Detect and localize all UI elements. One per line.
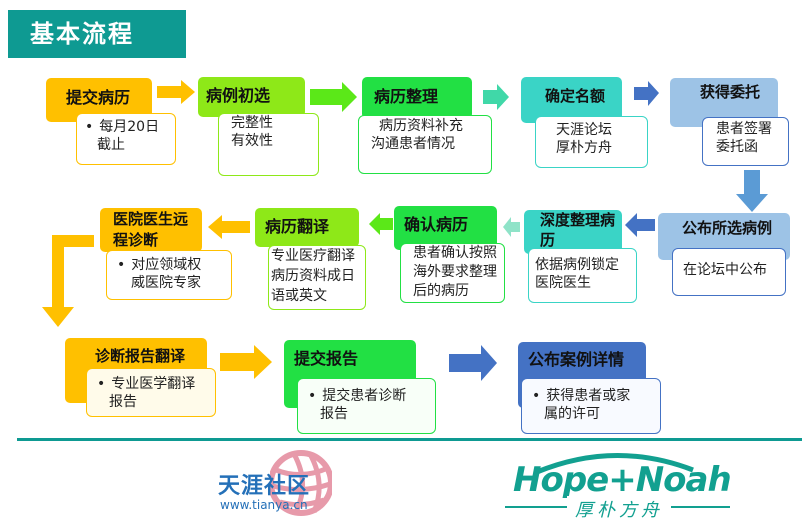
arrow-left-icon: [208, 215, 250, 239]
detail-line: 对应领域权: [117, 256, 223, 274]
arrow-right-icon: [634, 81, 659, 106]
step-header: 病历整理: [362, 77, 472, 119]
detail-line: 截止: [97, 137, 125, 153]
detail-line: 后的病历: [413, 283, 469, 299]
arrow-right-icon: [220, 345, 272, 379]
detail-line: 完整性: [231, 115, 273, 131]
detail-line: 专业医疗翻译: [271, 248, 355, 264]
step-detail: 完整性有效性: [218, 113, 319, 176]
step-header: 病例初选: [198, 77, 305, 117]
step-detail: 专业医疗翻译病历资料成日语或英文: [268, 245, 366, 310]
detail-line: 专业医学翻译: [97, 375, 207, 393]
detail-line: 沟通患者情况: [371, 136, 455, 152]
hopenoah-cn-text: 厚朴方舟: [567, 496, 671, 522]
detail-line: 病历资料补充: [379, 118, 463, 134]
detail-line: 每月20日: [85, 118, 167, 136]
detail-line: 天涯论坛: [556, 122, 612, 138]
detail-line: 病历资料成日: [271, 268, 355, 284]
tianya-logo: 天涯社区 www.tianya.cn: [218, 448, 338, 518]
detail-line: 提交患者诊断: [308, 387, 427, 405]
detail-line: 有效性: [231, 133, 273, 149]
globe-icon: [270, 450, 332, 516]
step-detail: 依据病例锁定医院医生: [528, 248, 637, 303]
detail-line: 医院医生: [535, 275, 591, 291]
divider: [17, 438, 802, 441]
step-header: 深度整理病历: [524, 210, 622, 254]
detail-line: 海外要求整理: [413, 264, 497, 280]
detail-line: 报告: [320, 406, 348, 422]
step-detail: 病历资料补充沟通患者情况: [358, 115, 492, 174]
arrow-right-icon: [483, 84, 509, 110]
detail-line: 依据病例锁定: [535, 257, 619, 273]
step-detail: 患者确认按照海外要求整理后的病历: [400, 243, 505, 303]
step-detail: 在论坛中公布: [672, 248, 786, 296]
detail-line: 威医院专家: [131, 275, 201, 291]
detail-line: 患者确认按照: [413, 245, 497, 261]
hopenoah-logo: Hope+Noah 厚朴方舟: [505, 448, 732, 522]
detail-line: 语或英文: [271, 288, 327, 304]
arrow-right-icon: [157, 80, 195, 104]
detail-line: 获得患者或家: [532, 387, 652, 405]
arrow-right-icon: [310, 82, 357, 112]
tianya-url: www.tianya.cn: [220, 498, 308, 512]
detail-line: 在论坛中公布: [683, 262, 767, 278]
arrow-left-icon: [625, 213, 655, 237]
step-header: 确定名额: [521, 77, 622, 123]
tianya-logo-text: 天涯社区: [218, 474, 311, 499]
arrow-left-icon: [369, 213, 393, 235]
step-header: 医院医生远程诊断: [100, 208, 202, 252]
hopenoah-logo-text: Hope+Noah: [513, 460, 732, 500]
step-detail: 天涯论坛厚朴方舟: [535, 116, 648, 168]
detail-line: 厚朴方舟: [556, 140, 612, 156]
page-title: 基本流程: [8, 10, 186, 58]
detail-line: 患者签署: [716, 121, 772, 137]
detail-line: 报告: [109, 394, 137, 410]
arc-icon: [536, 453, 694, 474]
step-header: 确认病历: [394, 206, 497, 250]
detail-line: 属的许可: [544, 406, 600, 422]
elbow-arrow-icon: [42, 235, 94, 327]
arrow-left-icon: [503, 217, 520, 237]
arrow-down-icon: [736, 170, 768, 212]
arrow-right-icon: [449, 345, 497, 381]
step-detail: 患者签署委托函: [702, 117, 789, 166]
step-header: 病历翻译: [255, 208, 359, 247]
detail-line: 委托函: [716, 139, 758, 155]
